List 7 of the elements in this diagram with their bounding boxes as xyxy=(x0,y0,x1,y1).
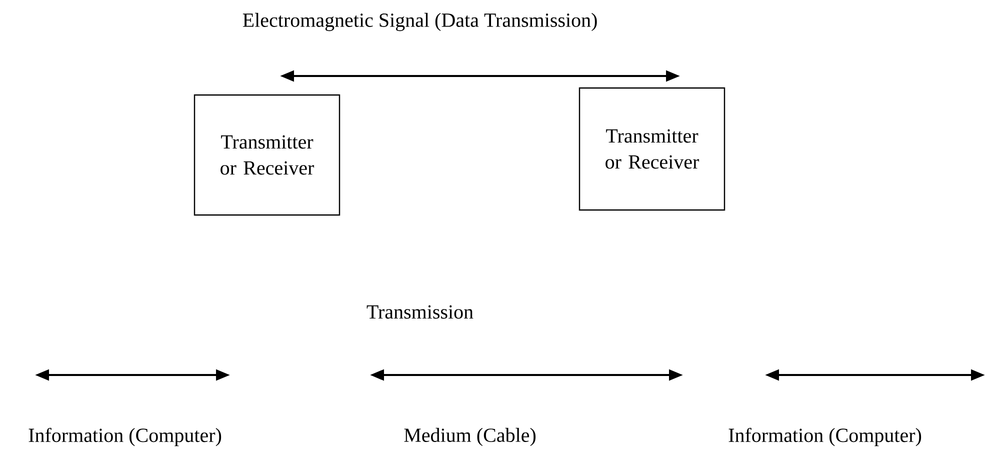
device-box: Transmitter or Receiver xyxy=(194,94,340,216)
text-label: Information (Computer) xyxy=(28,428,222,446)
text-label: Information (Computer) xyxy=(728,428,922,446)
text-label: Transmission xyxy=(366,305,474,319)
text-label: Medium (Cable) xyxy=(404,428,536,446)
text-label: Electromagnetic Signal (Data Transmission) xyxy=(242,12,597,32)
device-box: Transmitter or Receiver xyxy=(578,87,726,211)
